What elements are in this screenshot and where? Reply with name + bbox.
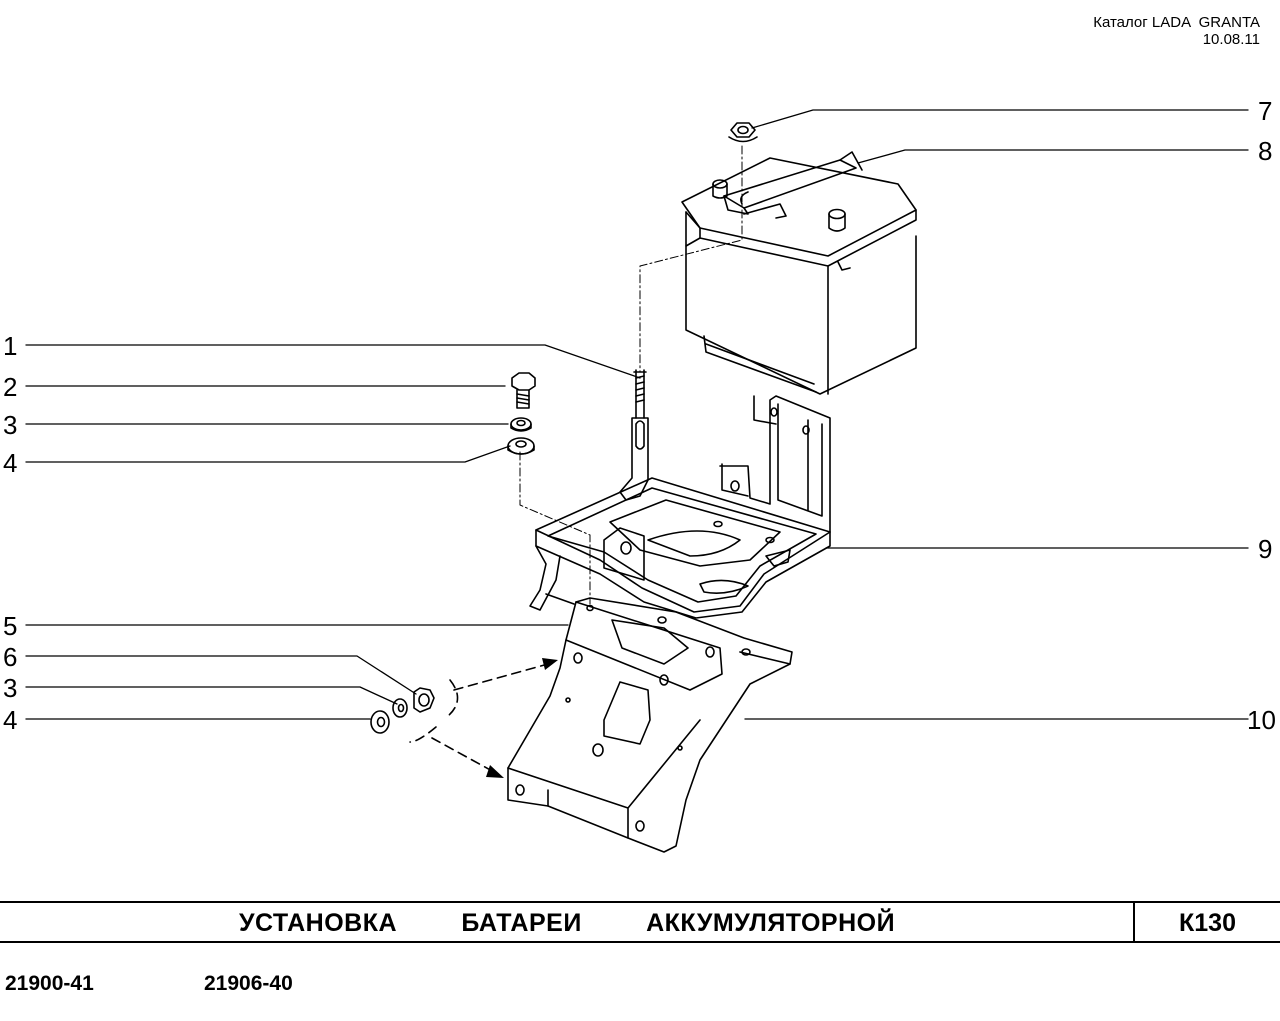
part-9-tray <box>529 395 831 619</box>
part-8-clamp <box>723 151 863 219</box>
callout-4-lower: 4 <box>3 705 18 735</box>
part-10-bracket <box>507 597 793 853</box>
callout-3-lower: 3 <box>3 673 18 703</box>
callout-1: 1 <box>3 331 18 361</box>
title-bar: УСТАНОВКА БАТАРЕИ АККУМУЛЯТОРНОЙ К130 <box>0 901 1280 943</box>
assembly-arrows <box>409 663 549 773</box>
callout-6: 6 <box>3 642 18 672</box>
catalog-date: 10.08.11 <box>1202 31 1260 48</box>
leader-6 <box>25 655 417 695</box>
arrow-heads <box>486 658 558 778</box>
leader-7 <box>751 109 1249 129</box>
part-4-washer-top <box>507 437 535 455</box>
part-2-bolt <box>511 372 536 409</box>
callout-10: 10 <box>1247 705 1276 735</box>
leader-3b <box>25 686 398 705</box>
battery <box>681 157 917 395</box>
part-3-washer-bottom <box>392 698 408 718</box>
callout-8: 8 <box>1258 136 1273 166</box>
page-title: УСТАНОВКА БАТАРЕИ АККУМУЛЯТОРНОЙ <box>238 909 896 937</box>
leader-8 <box>857 149 1249 164</box>
part-4-washer-bottom <box>370 710 390 734</box>
part-1-stud <box>619 369 649 501</box>
model-code-2: 21906-40 <box>204 972 293 995</box>
callout-2: 2 <box>3 372 18 402</box>
callout-9: 9 <box>1258 534 1273 564</box>
leader-1 <box>25 344 641 379</box>
title-divider <box>1133 903 1135 943</box>
leader-4a <box>25 445 511 463</box>
callout-3: 3 <box>3 410 18 440</box>
catalog-header: Каталог LADA GRANTA 10.08.11 <box>1093 14 1260 48</box>
callout-5: 5 <box>3 611 18 641</box>
exploded-diagram <box>25 109 1249 853</box>
part-7-nut <box>728 122 758 143</box>
callout-4: 4 <box>3 448 18 478</box>
leader-lines <box>25 109 1249 720</box>
catalog-name: Каталог LADA GRANTA <box>1093 14 1260 31</box>
model-code-1: 21900-41 <box>5 972 94 995</box>
page-code: К130 <box>1179 909 1236 937</box>
part-6-nut <box>413 687 435 713</box>
callout-7: 7 <box>1258 96 1273 126</box>
part-3-washer-top <box>510 417 532 432</box>
